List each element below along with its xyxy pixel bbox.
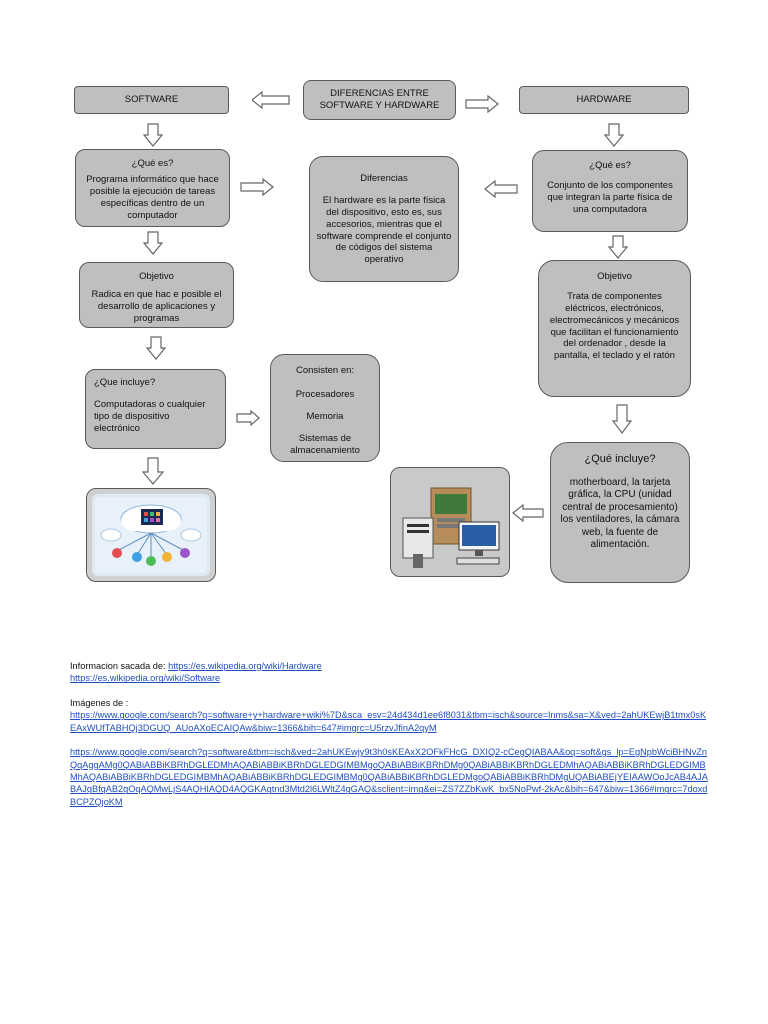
hardware-que-es-title: ¿Qué es? [589, 160, 631, 171]
software-objetivo-box: Objetivo Radica en que hac e posible el … [79, 262, 234, 328]
diferencias-title: Diferencias [360, 173, 408, 184]
software-que-es-box: ¿Qué es? Programa informático que hace p… [75, 149, 230, 227]
consisten-title: Consisten en: [295, 365, 355, 376]
software-incluye-body: Computadoras o cualquier tipo de disposi… [94, 398, 206, 434]
consisten-box: Consisten en: Procesadores Memoria Siste… [270, 354, 380, 462]
hardware-incluye-body: motherboard, la tarjeta gráfica, la CPU … [560, 476, 680, 551]
arrow-down-icon [608, 235, 628, 259]
software-objetivo-title: Objetivo [139, 271, 174, 282]
hardware-que-es-box: ¿Qué es? Conjunto de los componentes que… [532, 150, 688, 232]
software-objetivo-body: Radica en que hac e posible el desarroll… [91, 288, 222, 324]
diferencias-body: El hardware es la parte física del dispo… [316, 194, 452, 266]
arrow-down-icon [143, 231, 163, 255]
software-que-es-body: Programa informático que hace posible la… [86, 173, 219, 221]
arrow-down-icon [612, 404, 632, 434]
software-incluye-title: ¿Que incluye? [94, 377, 156, 388]
hardware-objetivo-title: Objetivo [597, 271, 632, 282]
arrow-left-icon [484, 180, 518, 198]
software-incluye-box: ¿Que incluye? Computadoras o cualquier t… [85, 369, 226, 449]
software-que-es-title: ¿Qué es? [131, 158, 174, 169]
image-link-1[interactable]: https://www.google.com/search?q=software… [70, 710, 707, 733]
link-software[interactable]: https://es.wikipedia.org/wiki/Software [70, 673, 221, 684]
arrow-down-icon [143, 123, 163, 147]
arrow-down-icon [142, 457, 164, 485]
consisten-item: Memoria [306, 410, 344, 422]
arrow-left-icon [252, 91, 290, 109]
link-hardware[interactable]: https://es.wikipedia.org/wiki/Hardware [168, 661, 322, 671]
arrow-right-icon [240, 178, 274, 196]
arrow-down-icon [146, 336, 166, 360]
hardware-que-es-body: Conjunto de los componentes que integran… [547, 179, 673, 215]
hardware-computer-image [390, 467, 510, 577]
info-label: Informacion sacada de: [70, 661, 166, 671]
references-section: Informacion sacada de: https://es.wikipe… [70, 660, 710, 808]
arrow-down-icon [604, 123, 624, 147]
hardware-header: HARDWARE [519, 86, 689, 114]
software-cloud-image [86, 488, 216, 582]
consisten-item: Sistemas de almacenamiento [290, 432, 360, 456]
diferencias-box: Diferencias El hardware es la parte físi… [309, 156, 459, 282]
center-title: DIFERENCIAS ENTRE SOFTWARE Y HARDWARE [303, 80, 456, 120]
arrow-right-icon [465, 95, 499, 113]
consisten-item: Procesadores [295, 388, 355, 400]
hardware-incluye-box: ¿Qué incluye? motherboard, la tarjeta gr… [550, 442, 690, 583]
arrow-right-icon [236, 410, 260, 426]
hardware-objetivo-box: Objetivo Trata de componentes eléctricos… [538, 260, 691, 397]
center-title-label: DIFERENCIAS ENTRE SOFTWARE Y HARDWARE [319, 88, 440, 111]
hardware-objetivo-body: Trata de componentes eléctricos, electró… [549, 290, 680, 362]
arrow-left-icon [512, 504, 544, 522]
software-header-label: SOFTWARE [124, 94, 179, 106]
hardware-header-label: HARDWARE [576, 94, 632, 106]
images-label: Imágenes de : [70, 697, 129, 708]
image-link-2[interactable]: https://www.google.com/search?q=software… [70, 747, 708, 807]
software-header: SOFTWARE [74, 86, 229, 114]
hardware-incluye-title: ¿Qué incluye? [584, 453, 656, 465]
